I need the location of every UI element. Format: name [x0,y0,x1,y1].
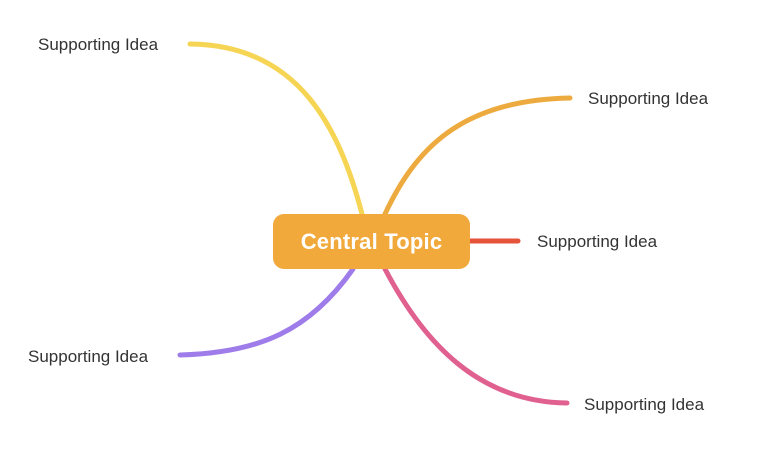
central-topic-node[interactable]: Central Topic [273,214,470,269]
branch-line-4[interactable] [177,266,356,358]
supporting-idea-label: Supporting Idea [28,347,149,366]
branch-line-5[interactable] [382,266,570,406]
supporting-idea-node-2[interactable]: Supporting Idea [588,89,708,109]
supporting-idea-node-4[interactable]: Supporting Idea [28,347,148,367]
branch-line-1[interactable] [187,41,365,217]
supporting-idea-label: Supporting Idea [537,232,658,251]
central-topic-label: Central Topic [300,228,443,254]
supporting-idea-node-1[interactable]: Supporting Idea [38,35,158,55]
supporting-idea-label: Supporting Idea [38,35,159,54]
branch-line-2[interactable] [382,95,573,217]
supporting-idea-node-3[interactable]: Supporting Idea [537,232,657,252]
supporting-idea-node-5[interactable]: Supporting Idea [584,395,704,415]
supporting-idea-label: Supporting Idea [588,89,709,108]
supporting-idea-label: Supporting Idea [584,395,705,414]
